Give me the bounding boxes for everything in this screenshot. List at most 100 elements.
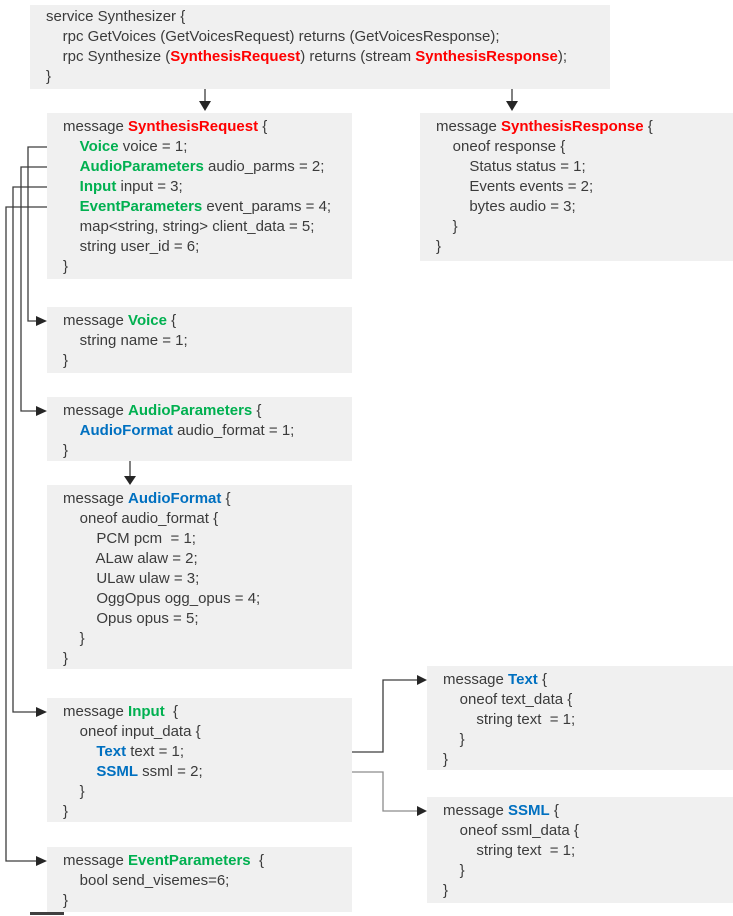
code-line: ALaw alaw = 2;: [63, 549, 352, 569]
code-line: }: [443, 750, 733, 770]
input-box: message Input { oneof input_data { Text …: [47, 698, 352, 822]
code-text: string text = 1;: [443, 711, 576, 728]
audio-parameters-box: message AudioParameters { AudioFormat au…: [47, 397, 352, 461]
code-text: {: [537, 671, 547, 688]
code-line: }: [63, 441, 352, 461]
code-text: [63, 763, 96, 780]
code-text: Status status = 1;: [436, 158, 586, 175]
code-text: }: [63, 442, 69, 459]
code-text: );: [557, 48, 568, 65]
service-synthesizer-box: service Synthesizer { rpc GetVoices (Get…: [30, 5, 610, 89]
code-text: oneof response {: [436, 138, 566, 155]
code-text: }: [443, 751, 449, 768]
code-line: oneof audio_format {: [63, 509, 352, 529]
synthesis-request-box: message SynthesisRequest { Voice voice =…: [47, 113, 352, 279]
code-line: oneof response {: [436, 137, 733, 157]
code-text: message: [63, 852, 129, 869]
code-text: }: [443, 731, 465, 748]
code-line: OggOpus ogg_opus = 4;: [63, 589, 352, 609]
code-text: {: [252, 402, 262, 419]
synthesis-response-box: message SynthesisResponse { oneof respon…: [420, 113, 733, 261]
code-line: ULaw ulaw = 3;: [63, 569, 352, 589]
code-line: message SynthesisRequest {: [63, 117, 352, 137]
event-parameters-box: message EventParameters { bool send_vise…: [47, 847, 352, 912]
type-name-token: SSML: [96, 763, 139, 780]
code-text: Events events = 2;: [436, 178, 594, 195]
code-text: rpc Synthesize (: [46, 48, 171, 65]
type-name-token: SSML: [508, 802, 550, 819]
code-text: }: [443, 862, 465, 879]
code-line: }: [63, 351, 352, 371]
audio-format-box: message AudioFormat { oneof audio_format…: [47, 485, 352, 669]
code-text: audio_format = 1;: [173, 422, 295, 439]
code-line: oneof ssml_data {: [443, 821, 733, 841]
code-line: bool send_visemes=6;: [63, 871, 352, 891]
type-name-token: SynthesisResponse: [415, 48, 558, 65]
code-line: rpc GetVoices (GetVoicesRequest) returns…: [46, 27, 610, 47]
code-line: message Text {: [443, 670, 733, 690]
code-line: AudioParameters audio_parms = 2;: [63, 157, 352, 177]
text-box: message Text { oneof text_data { string …: [427, 666, 733, 770]
code-text: event_params = 4;: [202, 198, 332, 215]
code-line: message Voice {: [63, 311, 352, 331]
type-name-token: AudioParameters: [128, 402, 253, 419]
type-name-token: AudioParameters: [79, 158, 204, 175]
code-text: message: [443, 802, 509, 819]
code-line: }: [46, 67, 610, 87]
code-text: oneof input_data {: [63, 723, 201, 740]
code-text: }: [436, 218, 458, 235]
code-text: service Synthesizer {: [46, 8, 186, 25]
code-text: }: [63, 783, 85, 800]
arrow-service-to-synthesis-request: [199, 89, 211, 111]
code-text: ULaw ulaw = 3;: [63, 570, 200, 587]
code-line: oneof text_data {: [443, 690, 733, 710]
code-text: PCM pcm = 1;: [63, 530, 196, 547]
code-line: message SynthesisResponse {: [436, 117, 733, 137]
code-line: rpc Synthesize (SynthesisRequest) return…: [46, 47, 610, 67]
type-name-token: SynthesisRequest: [128, 118, 259, 135]
code-line: message AudioParameters {: [63, 401, 352, 421]
code-text: {: [549, 802, 559, 819]
code-text: message: [63, 402, 129, 419]
code-line: AudioFormat audio_format = 1;: [63, 421, 352, 441]
code-text: message: [63, 490, 129, 507]
code-text: }: [46, 68, 52, 85]
code-text: string text = 1;: [443, 842, 576, 859]
code-text: voice = 1;: [118, 138, 188, 155]
code-text: [63, 198, 80, 215]
type-name-token: SynthesisResponse: [501, 118, 644, 135]
code-line: }: [443, 861, 733, 881]
code-line: message AudioFormat {: [63, 489, 352, 509]
code-text: ) returns (stream: [300, 48, 416, 65]
code-text: string name = 1;: [63, 332, 188, 349]
code-line: message Input {: [63, 702, 352, 722]
type-name-token: EventParameters: [128, 852, 251, 869]
code-line: map<string, string> client_data = 5;: [63, 217, 352, 237]
code-line: }: [63, 649, 352, 669]
ssml-box: message SSML { oneof ssml_data { string …: [427, 797, 733, 903]
code-line: Events events = 2;: [436, 177, 733, 197]
code-line: string name = 1;: [63, 331, 352, 351]
code-text: message: [443, 671, 509, 688]
code-line: message EventParameters {: [63, 851, 352, 871]
code-text: ssml = 2;: [138, 763, 203, 780]
code-line: string user_id = 6;: [63, 237, 352, 257]
type-name-token: AudioFormat: [128, 490, 222, 507]
code-text: }: [443, 882, 449, 899]
code-line: Opus opus = 5;: [63, 609, 352, 629]
code-line: }: [63, 629, 352, 649]
code-text: }: [63, 258, 69, 275]
code-text: }: [63, 803, 69, 820]
code-line: Voice voice = 1;: [63, 137, 352, 157]
code-line: }: [443, 881, 733, 901]
code-text: [63, 158, 80, 175]
code-line: }: [436, 237, 733, 257]
code-line: }: [63, 257, 352, 277]
clipped-shape-bottom-edge: [30, 912, 64, 915]
code-text: {: [643, 118, 653, 135]
code-text: audio_parms = 2;: [203, 158, 325, 175]
code-line: }: [63, 891, 352, 911]
code-text: {: [166, 312, 177, 329]
code-text: Opus opus = 5;: [63, 610, 199, 627]
